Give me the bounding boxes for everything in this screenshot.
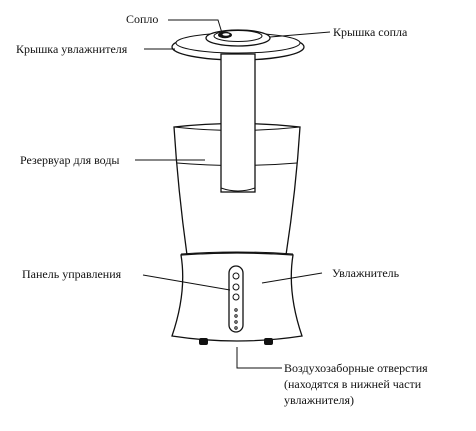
label-air-intake-line2: (находятся в нижней части [284, 377, 422, 391]
nozzle [218, 31, 232, 39]
leader-air-intake [236, 347, 282, 369]
label-air-intake-line1: Воздухозаборные отверстия [284, 361, 428, 375]
leader-control-panel [142, 274, 231, 291]
label-humidifier-lid: Крышка увлажнителя [16, 42, 128, 56]
label-water-tank: Резервуар для воды [20, 153, 120, 167]
label-nozzle: Сопло [126, 12, 158, 26]
leader-nozzle-cap [269, 31, 331, 38]
leader-humidifier [261, 272, 323, 284]
label-humidifier: Увлажнитель [332, 266, 400, 280]
label-nozzle-cap: Крышка сопла [333, 25, 408, 39]
center-tube [220, 53, 256, 193]
leader-nozzle [168, 19, 223, 34]
nozzle-cap [205, 29, 271, 47]
label-air-intake-line3: увлажнителя) [284, 393, 354, 407]
control-panel [228, 265, 244, 333]
label-control-panel: Панель управления [22, 267, 122, 281]
